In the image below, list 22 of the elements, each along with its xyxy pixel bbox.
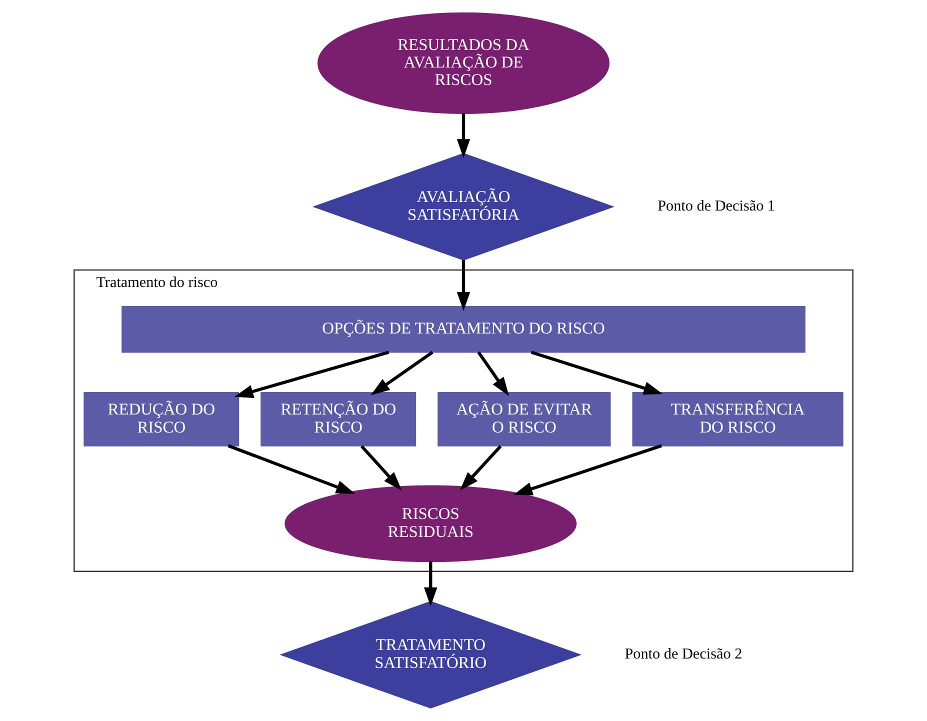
node-label: Ponto de Decisão 1	[658, 198, 776, 215]
arrow	[360, 445, 402, 491]
node-ellipse: RISCOS RESIDUAIS	[284, 485, 577, 562]
node-diamond: AVALIAÇÃO SATISFATÓRIA	[312, 153, 615, 261]
node-box: OPÇÕES DE TRATAMENTO DO RISCO	[122, 306, 806, 353]
arrow	[228, 444, 356, 494]
arrow	[234, 350, 390, 398]
node-box: TRANSFERÊNCIA DO RISCO	[632, 392, 844, 446]
arrow	[530, 350, 663, 395]
arrow	[477, 351, 510, 396]
node-box: RETENÇÃO DO RISCO	[260, 392, 416, 446]
arrow	[424, 561, 438, 606]
arrow	[370, 350, 434, 396]
node-diamond: TRATAMENTO SATISFATÓRIO	[280, 601, 582, 709]
arrow	[460, 445, 502, 491]
arrow	[456, 113, 470, 158]
node-box: REDUÇÃO DO RISCO	[84, 392, 240, 446]
node-label: Ponto de Decisão 2	[624, 646, 742, 663]
node-ellipse: RESULTADOS DA AVALIAÇÃO DE RISCOS	[318, 12, 610, 114]
arrow	[513, 444, 662, 496]
node-box: AÇÃO DE EVITAR O RISCO	[438, 392, 611, 446]
arrow	[456, 260, 470, 312]
